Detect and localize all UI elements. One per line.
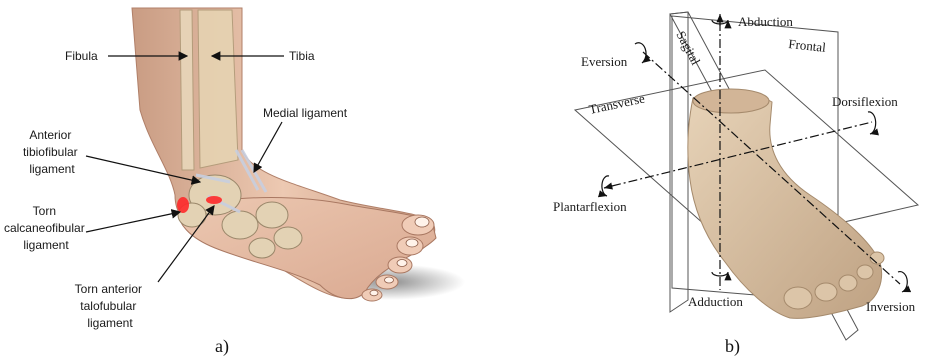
- caption-a: a): [215, 336, 229, 357]
- anterior-tibiofibular-label: Anterior tibiofibular ligament: [23, 128, 81, 176]
- torn-calcaneofibular-leader: [86, 212, 180, 232]
- medial-ligament-leader: [254, 122, 282, 172]
- tibia-label: Tibia: [289, 49, 315, 63]
- panel-b: Sagital Frontal Transverse Abduction Eve…: [553, 12, 918, 357]
- sagital-label: Sagital: [673, 28, 703, 67]
- plantarflexion-rotation-icon: [602, 176, 609, 196]
- inversion-rotation-icon: [898, 272, 907, 292]
- adduction-label: Adduction: [688, 294, 743, 309]
- torn-anterior-talofibular-label: Torn anterior talofubular ligament: [75, 282, 146, 330]
- transverse-label: Transverse: [588, 90, 647, 116]
- dorsiflexion-rotation-icon: [868, 112, 876, 134]
- dorsiflexion-label: Dorsiflexion: [832, 94, 898, 109]
- foot-3d-top-cut: [693, 89, 769, 113]
- plantarflexion-label: Plantarflexion: [553, 199, 627, 214]
- medial-ligament-label: Medial ligament: [263, 106, 348, 120]
- caption-b: b): [725, 336, 740, 357]
- inversion-label: Inversion: [866, 299, 916, 314]
- torn-calcaneofibular-label: Torn calcaneofibular ligament: [4, 204, 88, 252]
- fibula-label: Fibula: [65, 49, 98, 63]
- abduction-label: Abduction: [738, 14, 793, 29]
- frontal-label: Frontal: [788, 36, 827, 55]
- panel-a: Fibula Tibia Medial ligament Anterior ti…: [4, 8, 465, 357]
- fibula-bone: [180, 10, 194, 170]
- plantarflexion-arrow: [604, 186, 612, 188]
- tibia-bone: [198, 10, 238, 168]
- eversion-label: Eversion: [581, 54, 628, 69]
